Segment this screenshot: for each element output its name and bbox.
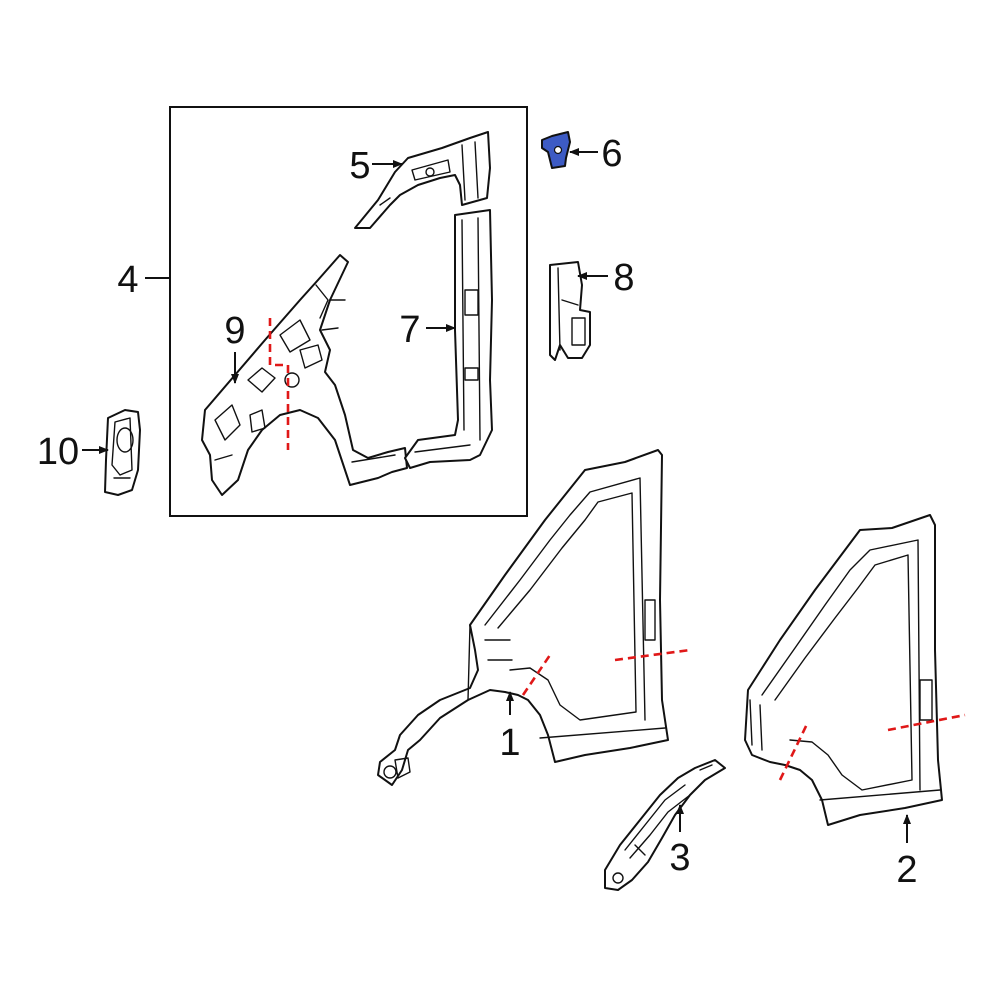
cut-line-2a — [778, 721, 810, 781]
part-2-side-panel — [744, 514, 943, 826]
part-6-bracket — [541, 131, 571, 169]
part-10-panel — [104, 409, 141, 496]
callout-8: 8 — [613, 257, 634, 299]
callout-1: 1 — [499, 722, 520, 764]
cut-line-9 — [268, 318, 290, 450]
callout-3: 3 — [669, 837, 690, 879]
callout-2: 2 — [896, 849, 917, 891]
callout-5: 5 — [349, 145, 370, 187]
part-5-upper-pillar — [354, 131, 491, 229]
callout-4: 4 — [117, 259, 138, 301]
assembly-box — [169, 106, 528, 517]
part-7-door-frame — [404, 209, 493, 469]
callout-6: 6 — [601, 133, 622, 175]
part-8-reinforcement — [549, 261, 591, 361]
callout-7: 7 — [399, 309, 420, 351]
part-9-inner-apron — [201, 254, 408, 496]
part-1-side-panel — [377, 449, 669, 786]
cut-line-2b — [887, 713, 966, 732]
callout-9: 9 — [224, 310, 245, 352]
cut-line-1a — [521, 654, 552, 696]
part-3-wheelhouse — [604, 759, 726, 891]
callout-10: 10 — [37, 431, 79, 473]
